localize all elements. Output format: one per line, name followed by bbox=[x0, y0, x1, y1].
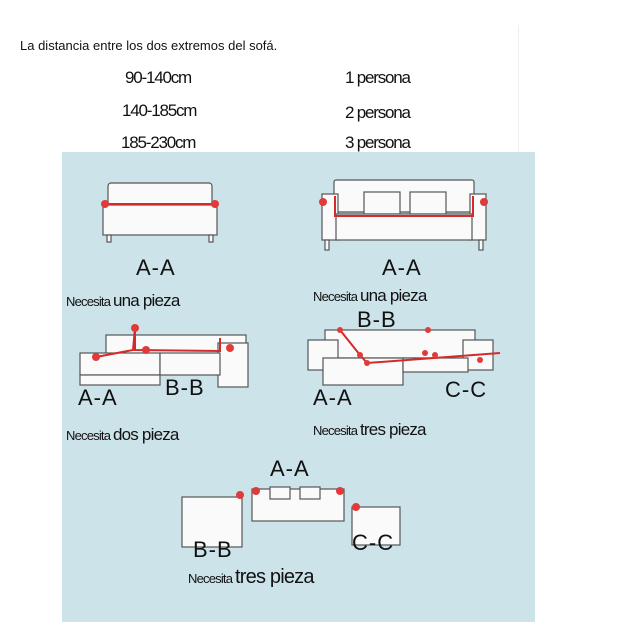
pieces-needed: Necesita dos pieza bbox=[66, 425, 179, 444]
label-a-a: A-A bbox=[78, 385, 118, 410]
label-c-c: C-C bbox=[352, 530, 395, 555]
pieces-needed: Necesita tres pieza bbox=[313, 420, 426, 439]
pieces-needed: Necesita una pieza bbox=[66, 291, 180, 310]
size-range: 140-185cm bbox=[122, 101, 197, 120]
sofa-and-armchairs-set-illustration bbox=[181, 486, 401, 548]
size-range: 90-140cm bbox=[125, 68, 192, 87]
header-text: La distancia entre los dos extremos del … bbox=[20, 38, 278, 53]
sofa-armless-illustration bbox=[101, 182, 219, 243]
size-persons: 2 persona bbox=[345, 103, 411, 122]
label-c-c: C-C bbox=[445, 377, 488, 402]
label-a-a: A-A bbox=[382, 255, 422, 280]
size-persons: 3 persona bbox=[345, 133, 411, 152]
label-a-a: A-A bbox=[313, 385, 353, 410]
label-b-b: B-B bbox=[193, 537, 233, 562]
sofa-with-arms-illustration bbox=[319, 179, 488, 251]
u-shaped-sectional-illustration bbox=[307, 327, 501, 386]
divider bbox=[518, 25, 519, 152]
size-range: 185-230cm bbox=[121, 133, 196, 152]
label-a-a: A-A bbox=[270, 456, 310, 481]
pieces-needed: Necesita una pieza bbox=[313, 286, 427, 305]
label-a-a: A-A bbox=[136, 255, 176, 280]
pieces-needed: Necesita tres pieza bbox=[188, 566, 315, 588]
l-shaped-sectional-illustration bbox=[79, 324, 249, 388]
label-b-b: B-B bbox=[165, 375, 205, 400]
size-persons: 1 persona bbox=[345, 68, 411, 87]
label-b-b: B-B bbox=[357, 307, 397, 332]
